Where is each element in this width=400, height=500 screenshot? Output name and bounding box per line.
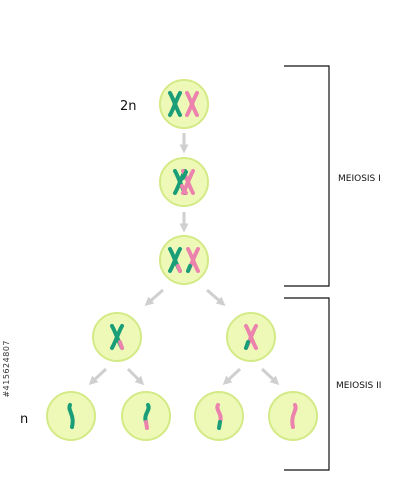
cell-meiosis-2-left (92, 312, 142, 362)
ploidy-label-n: n (20, 412, 28, 427)
arrow (222, 367, 242, 386)
cell-crossing-over (159, 157, 209, 207)
cell-recombined (159, 235, 209, 285)
arrow (126, 367, 145, 386)
image-id-text: #415624807 (2, 340, 11, 398)
arrow (260, 367, 280, 386)
arrow (88, 367, 108, 386)
cell-2n (159, 79, 209, 129)
gamete-4 (268, 391, 318, 441)
gamete-2 (121, 391, 171, 441)
flow-arrows (88, 133, 280, 386)
meiosis-1-label: MEIOSIS I (338, 174, 381, 184)
cell-meiosis-2-right (226, 312, 276, 362)
gamete-1 (46, 391, 96, 441)
arrow (144, 288, 164, 306)
ploidy-label-2n: 2n (120, 99, 137, 114)
arrow (206, 288, 226, 306)
bracket-meiosis-2 (284, 297, 330, 471)
gamete-3 (194, 391, 244, 441)
bracket-meiosis-1 (284, 65, 330, 287)
meiosis-2-label: MEIOSIS II (336, 381, 381, 391)
